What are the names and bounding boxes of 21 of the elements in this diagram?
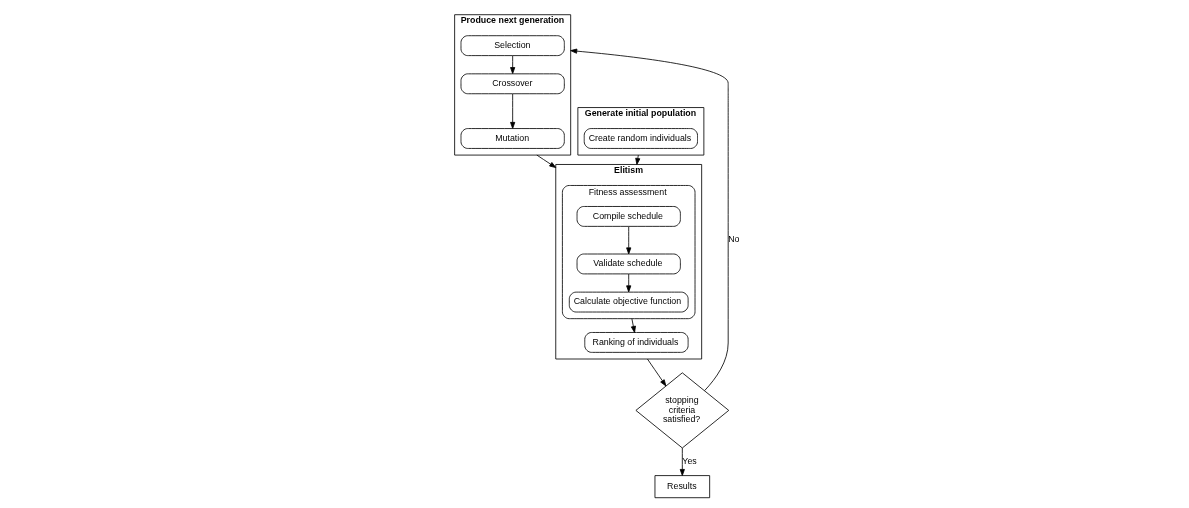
arrow bbox=[679, 447, 685, 476]
node-box: Crossover bbox=[460, 73, 565, 95]
node-box: Calculate objective function bbox=[568, 291, 689, 313]
node-box: Compile schedule bbox=[576, 206, 681, 227]
arrow bbox=[535, 154, 556, 168]
node-box: Ranking of individuals bbox=[583, 332, 689, 353]
arrow bbox=[630, 318, 636, 333]
arrow bbox=[625, 273, 631, 293]
arrow bbox=[634, 154, 640, 165]
arrow bbox=[509, 55, 515, 74]
node-box: Validate schedule bbox=[576, 253, 681, 275]
node-box: Selection bbox=[460, 35, 565, 57]
node-diamond: stopping criteria satisfied? bbox=[634, 372, 729, 449]
arrow bbox=[646, 358, 666, 387]
node-box: Mutation bbox=[460, 128, 565, 149]
edge-label: No bbox=[727, 234, 739, 245]
arrow bbox=[569, 48, 729, 392]
node-box: Results bbox=[654, 475, 710, 499]
arrow bbox=[625, 226, 631, 255]
arrow bbox=[509, 93, 515, 129]
node-box: Create random individuals bbox=[583, 128, 698, 149]
